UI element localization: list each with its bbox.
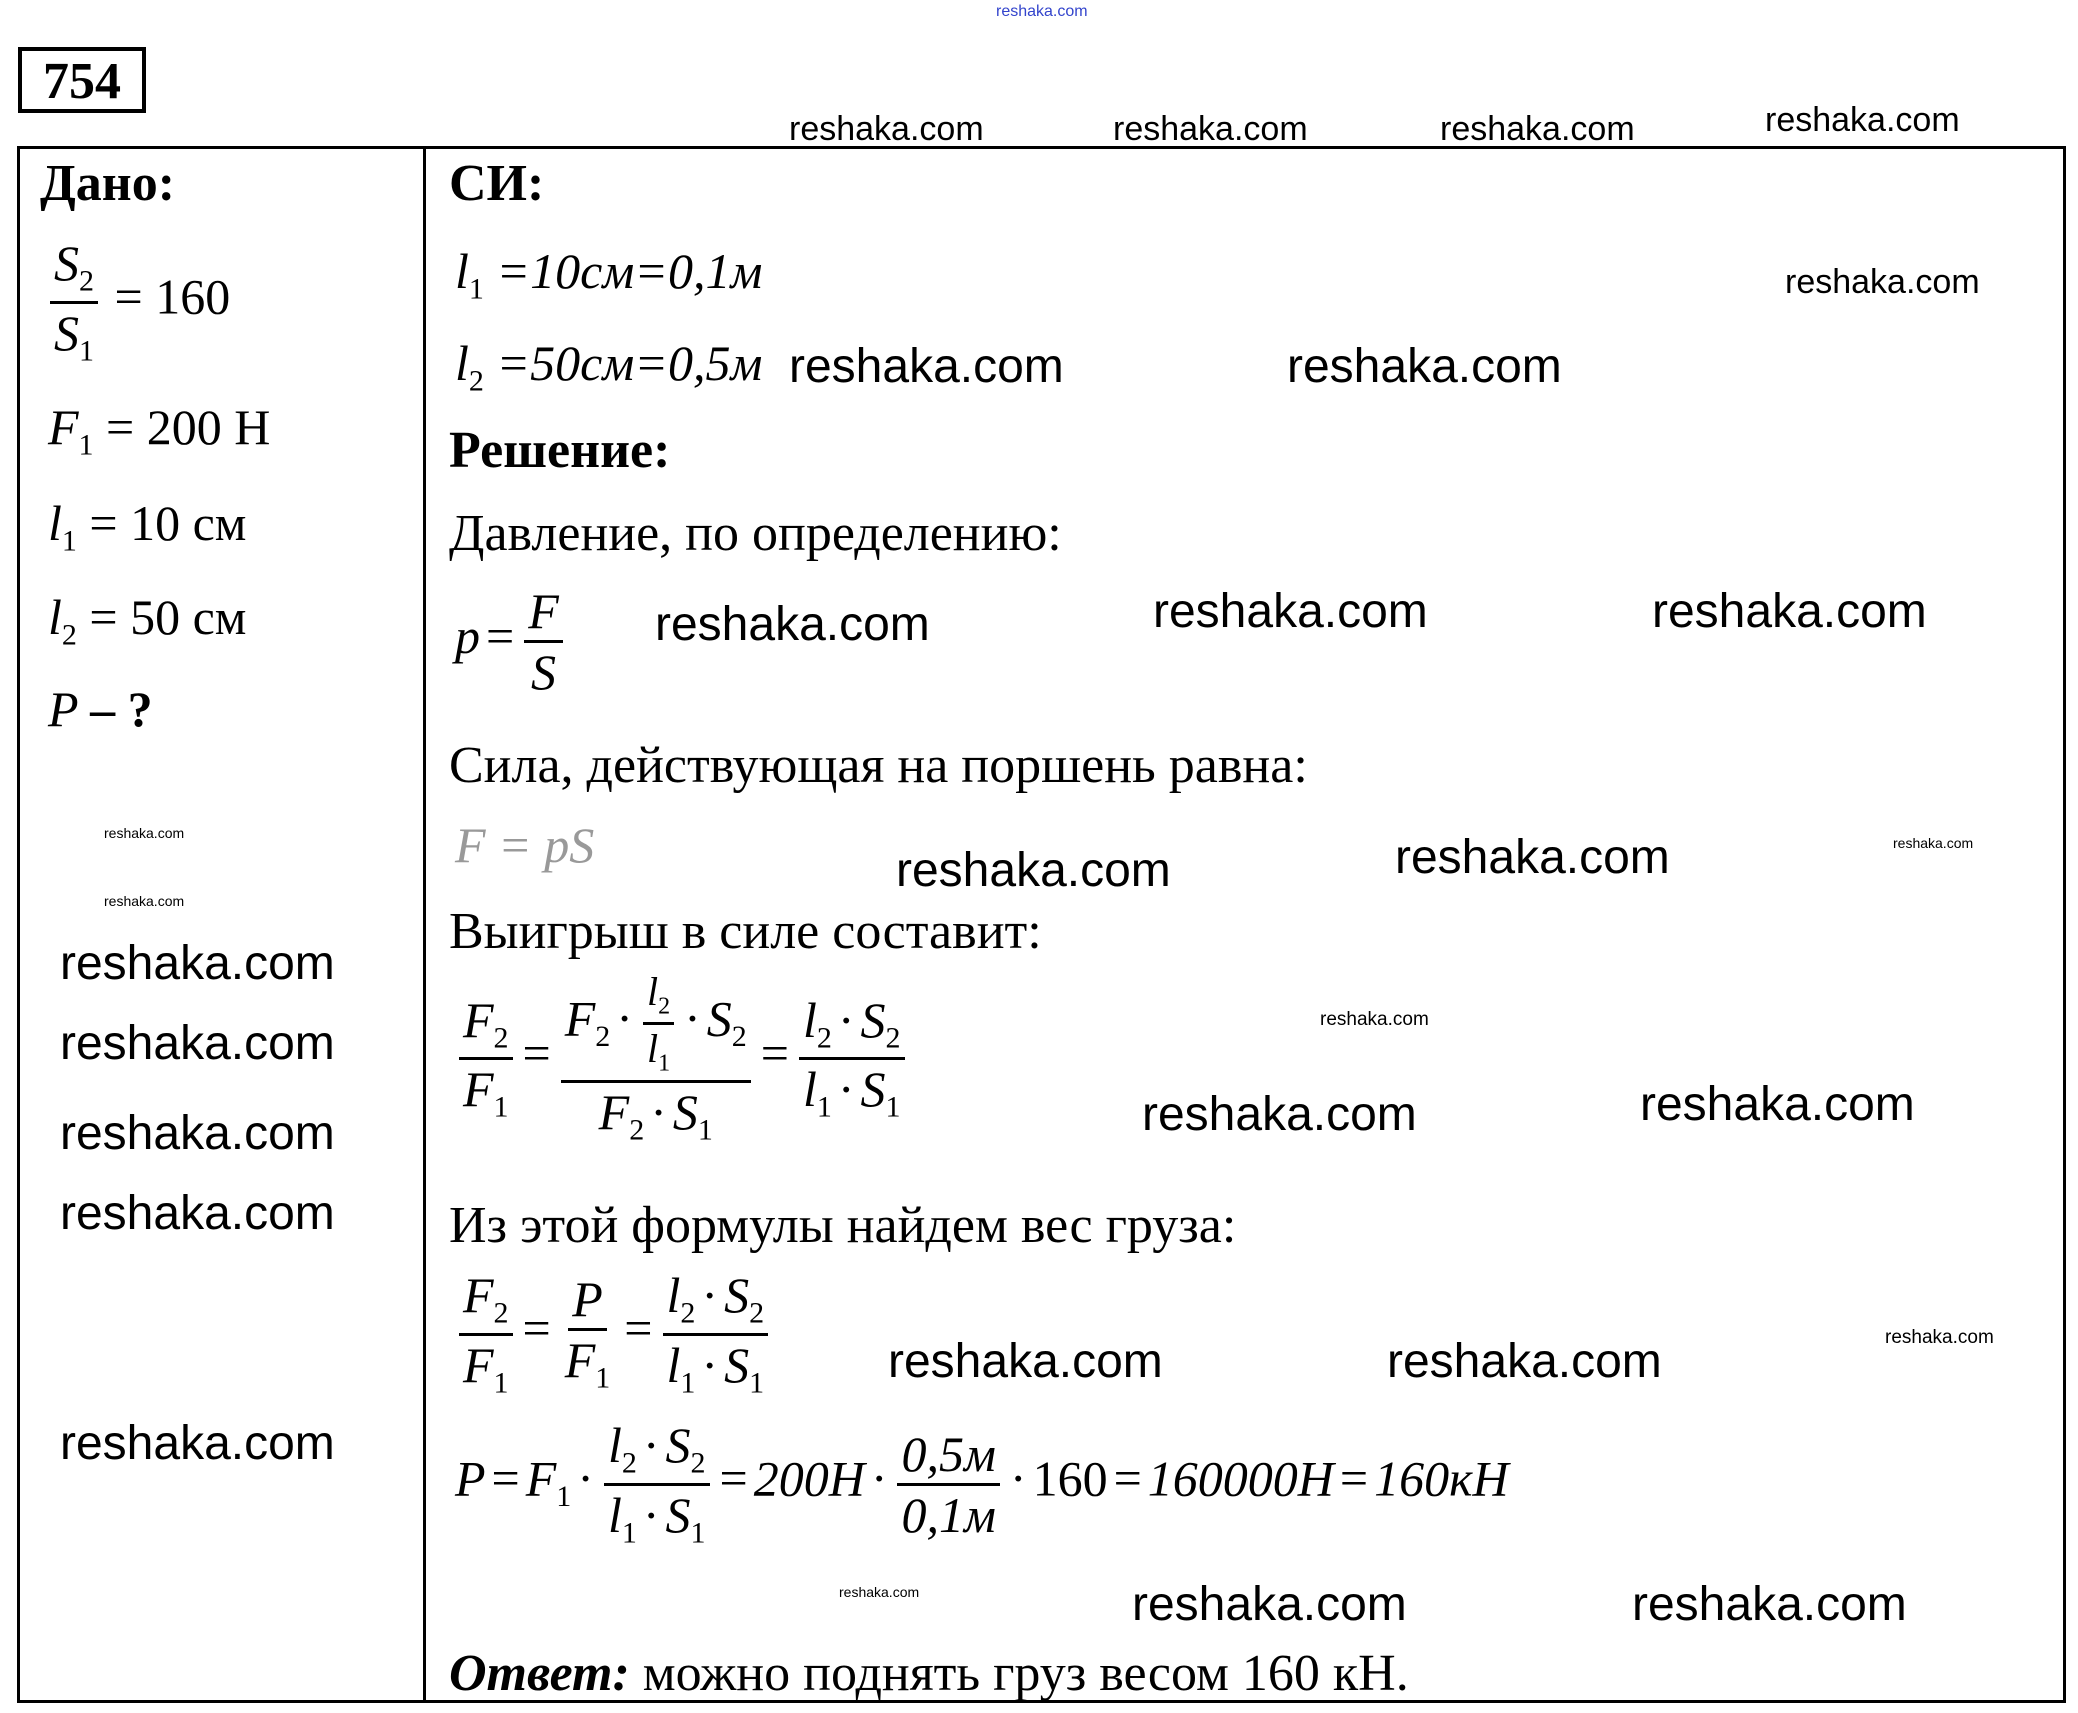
column-divider xyxy=(423,146,426,1703)
watermark: reshaka.com xyxy=(1142,1088,1417,1141)
watermark: reshaka.com xyxy=(789,110,984,148)
text-find: Из этой формулы найдем вес груза: xyxy=(449,1197,1237,1254)
watermark: reshaka.com xyxy=(1632,1578,1907,1631)
watermark: reshaka.com xyxy=(104,893,185,909)
watermark: reshaka.com xyxy=(896,844,1171,897)
problem-number: 754 xyxy=(18,47,146,113)
watermark: reshaka.com xyxy=(60,937,335,990)
watermark: reshaka.com xyxy=(1153,585,1428,638)
watermark: reshaka.com xyxy=(1765,101,1960,139)
text-pressure: Давление, по определению: xyxy=(449,505,1062,562)
si-l2: l2 =50см=0,5м xyxy=(455,335,763,398)
watermark: reshaka.com xyxy=(888,1335,1163,1388)
si-l1: l1 =10см=0,1м xyxy=(455,243,763,306)
watermark: reshaka.com xyxy=(104,825,185,841)
watermark: reshaka.com xyxy=(1132,1578,1407,1631)
watermark: reshaka.com xyxy=(1785,263,1980,301)
watermark: reshaka.com xyxy=(1387,1335,1662,1388)
watermark: reshaka.com xyxy=(1287,340,1562,393)
watermark: reshaka.com xyxy=(1320,1009,1429,1030)
given-l1: l1 = 10 см xyxy=(48,495,247,558)
given-l2: l2 = 50 см xyxy=(48,589,247,652)
solution-title: Решение: xyxy=(449,422,671,479)
given-find: P – ? xyxy=(48,681,153,737)
watermark: reshaka.com xyxy=(996,3,1088,20)
watermark: reshaka.com xyxy=(1885,1327,1994,1348)
si-title: СИ: xyxy=(449,155,545,212)
answer-text: можно поднять груз весом 160 кН. xyxy=(629,1645,1409,1702)
text-force: Сила, действующая на поршень равна: xyxy=(449,737,1308,794)
answer: Ответ: можно поднять груз весом 160 кН. xyxy=(449,1648,1409,1700)
watermark: reshaka.com xyxy=(1395,831,1670,884)
watermark: reshaka.com xyxy=(655,598,930,651)
force-formula: F = pS xyxy=(455,817,595,873)
watermark: reshaka.com xyxy=(1640,1078,1915,1131)
watermark: reshaka.com xyxy=(789,340,1064,393)
watermark: reshaka.com xyxy=(839,1584,920,1600)
solution-frame xyxy=(17,146,2066,1703)
given-title: Дано: xyxy=(40,155,176,212)
watermark: reshaka.com xyxy=(60,1017,335,1070)
watermark: reshaka.com xyxy=(60,1107,335,1160)
watermark: reshaka.com xyxy=(1440,110,1635,148)
watermark: reshaka.com xyxy=(60,1187,335,1240)
watermark: reshaka.com xyxy=(1652,585,1927,638)
watermark: reshaka.com xyxy=(1113,110,1308,148)
watermark: reshaka.com xyxy=(60,1417,335,1470)
text-gain: Выигрыш в силе составит: xyxy=(449,903,1042,960)
given-force: F1 = 200 Н xyxy=(48,399,271,462)
answer-label: Ответ: xyxy=(449,1645,630,1702)
watermark: reshaka.com xyxy=(1893,835,1974,851)
